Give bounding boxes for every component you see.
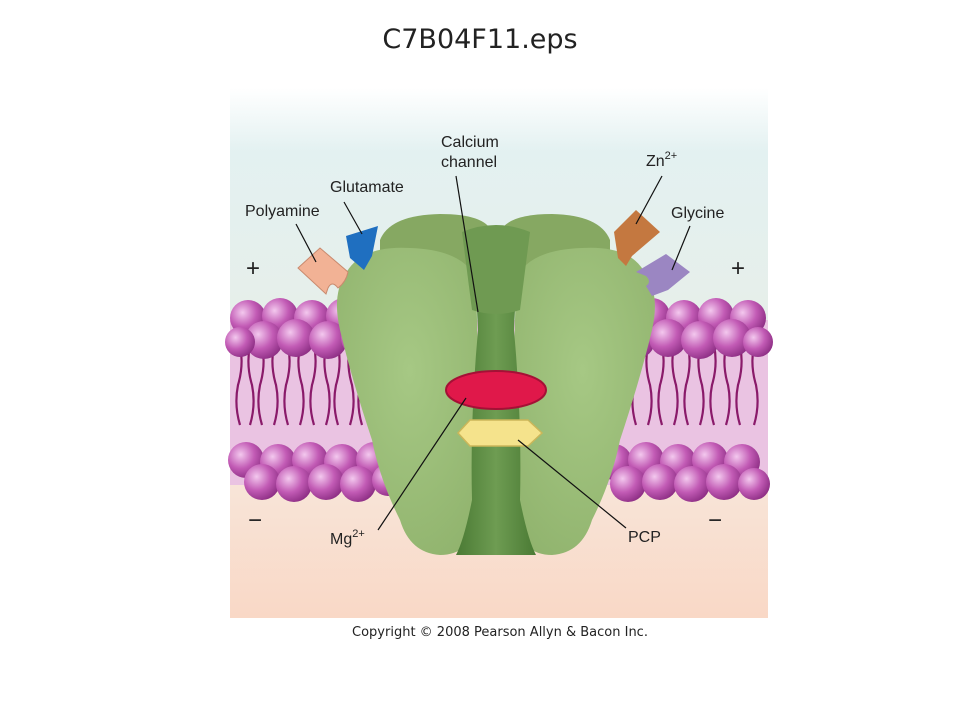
- label-calcium-channel-line1: Calcium: [441, 134, 499, 151]
- label-magnesium-charge: 2+: [352, 528, 365, 540]
- pcp-molecule: [456, 419, 544, 447]
- label-glutamate: Glutamate: [330, 179, 404, 196]
- copyright-notice: Copyright © 2008 Pearson Allyn & Bacon I…: [352, 625, 648, 640]
- label-pcp: PCP: [628, 529, 661, 546]
- channel-left-lobe: [336, 247, 482, 555]
- label-polyamine: Polyamine: [245, 203, 320, 220]
- leader-lines: [295, 175, 691, 531]
- label-magnesium-base: Mg: [330, 531, 352, 548]
- glycine-ligand: [636, 254, 690, 296]
- channel-pore-upper: [462, 225, 530, 314]
- glutamate-ligand: [346, 226, 378, 270]
- slide-title: C7B04F11.eps: [382, 24, 578, 55]
- magnesium-ion: [445, 370, 547, 410]
- charge-plus-right: +: [731, 255, 745, 282]
- label-zinc-charge: 2+: [665, 150, 678, 162]
- label-calcium-channel-line2: channel: [441, 154, 497, 171]
- charge-minus-right: −: [708, 507, 722, 534]
- label-zinc: Zn2+: [646, 150, 677, 170]
- charge-minus-left: −: [248, 507, 262, 534]
- polyamine-ligand: [297, 247, 349, 295]
- channel-right-lobe: [510, 247, 655, 555]
- label-magnesium: Mg2+: [330, 528, 365, 548]
- zinc-ligand: [614, 210, 660, 266]
- lipid-heads-right-lower: [596, 442, 770, 502]
- charge-plus-left: +: [246, 255, 260, 282]
- label-glycine: Glycine: [671, 205, 724, 222]
- label-zinc-base: Zn: [646, 153, 665, 170]
